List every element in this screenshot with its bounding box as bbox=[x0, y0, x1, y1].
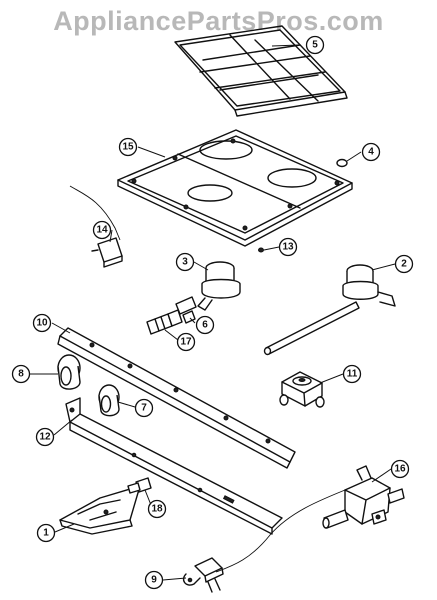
callout-6-label: 6 bbox=[202, 320, 208, 331]
callout-18: 18 bbox=[147, 499, 167, 519]
part-burner-right bbox=[263, 264, 396, 356]
part-cooktop bbox=[117, 129, 353, 247]
callout-12: 12 bbox=[35, 427, 55, 447]
callout-18-label: 18 bbox=[151, 504, 163, 515]
callout-17: 17 bbox=[176, 332, 196, 352]
callout-2-label: 2 bbox=[401, 259, 407, 270]
callout-3: 3 bbox=[175, 252, 195, 272]
part-valve-fitting bbox=[146, 309, 183, 335]
callout-2: 2 bbox=[394, 254, 414, 274]
callout-7: 7 bbox=[134, 398, 154, 418]
callout-5: 5 bbox=[305, 35, 325, 55]
part-burner-left bbox=[175, 261, 241, 315]
part-grate bbox=[174, 25, 348, 117]
callout-5-label: 5 bbox=[312, 40, 318, 51]
callout-16: 16 bbox=[390, 459, 410, 479]
callout-13: 13 bbox=[278, 237, 298, 257]
callout-15-label: 15 bbox=[122, 142, 134, 153]
callout-16-label: 16 bbox=[394, 464, 406, 475]
callout-11-label: 11 bbox=[347, 369, 358, 380]
leader-lines bbox=[30, 44, 396, 581]
callout-1-label: 1 bbox=[43, 528, 49, 539]
part-knob-right bbox=[98, 384, 120, 417]
part-lower-bracket bbox=[65, 397, 283, 535]
part-regulator bbox=[279, 371, 325, 408]
callout-15: 15 bbox=[118, 137, 138, 157]
callout-4-label: 4 bbox=[368, 147, 374, 158]
watermark-text: AppliancePartsPros.com bbox=[53, 6, 384, 36]
callout-9-label: 9 bbox=[151, 575, 157, 586]
part-screw bbox=[258, 247, 264, 253]
callout-9: 9 bbox=[144, 570, 164, 590]
part-manifold-bracket bbox=[57, 327, 296, 469]
part-clip bbox=[336, 158, 348, 168]
callout-4: 4 bbox=[361, 142, 381, 162]
part-electrode bbox=[127, 477, 152, 494]
part-knob-left bbox=[57, 354, 81, 390]
callout-14: 14 bbox=[92, 220, 112, 240]
callout-13-label: 13 bbox=[282, 242, 294, 253]
callout-7-label: 7 bbox=[141, 403, 147, 414]
part-igniter-module bbox=[69, 185, 123, 268]
callout-10-label: 10 bbox=[36, 318, 48, 329]
part-switch bbox=[182, 557, 224, 593]
callout-10: 10 bbox=[32, 313, 52, 333]
part-gas-valve bbox=[215, 465, 405, 573]
callout-12-label: 12 bbox=[39, 432, 51, 443]
callout-3-label: 3 bbox=[182, 257, 188, 268]
callout-14-label: 14 bbox=[96, 225, 108, 236]
callout-1: 1 bbox=[36, 523, 56, 543]
callout-11: 11 bbox=[342, 364, 362, 384]
callout-8-label: 8 bbox=[18, 369, 24, 380]
callout-8: 8 bbox=[11, 364, 31, 384]
part-electrode-bracket bbox=[59, 485, 141, 535]
callout-17-label: 17 bbox=[180, 337, 192, 348]
callout-6: 6 bbox=[195, 315, 215, 335]
